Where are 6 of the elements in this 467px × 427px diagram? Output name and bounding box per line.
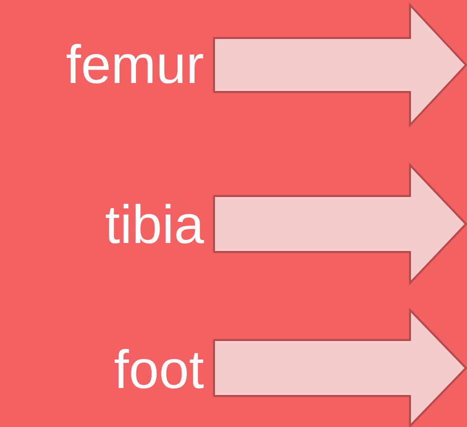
text-label: femur bbox=[66, 35, 204, 95]
block-arrow bbox=[213, 162, 467, 286]
block-arrow bbox=[213, 308, 467, 427]
text-label: foot bbox=[114, 340, 204, 400]
text-label: tibia bbox=[104, 195, 204, 255]
block-arrow bbox=[213, 2, 467, 128]
